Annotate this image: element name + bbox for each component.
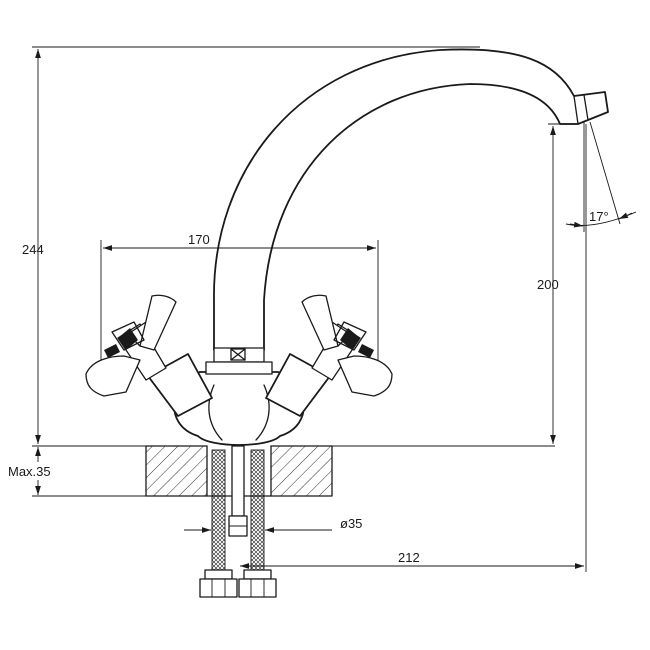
dim-total-height-label: 244 xyxy=(22,242,44,257)
dim-handle-spacing-label: 170 xyxy=(188,232,210,247)
right-cross-handle xyxy=(265,294,393,417)
spout xyxy=(213,48,609,351)
dimension-lines xyxy=(32,46,637,572)
supply-hoses xyxy=(199,445,277,598)
dim-spout-angle-label: 17° xyxy=(589,209,609,224)
dim-hole-diameter-label: ø35 xyxy=(340,516,362,531)
dim-spout-reach-label: 212 xyxy=(398,550,420,565)
dim-spout-height-label: 200 xyxy=(537,277,559,292)
dim-max-thickness-label: Max.35 xyxy=(8,464,51,479)
dimension-labels: 244 170 200 17° Max.35 ø35 212 xyxy=(8,209,609,565)
left-cross-handle xyxy=(85,294,213,417)
